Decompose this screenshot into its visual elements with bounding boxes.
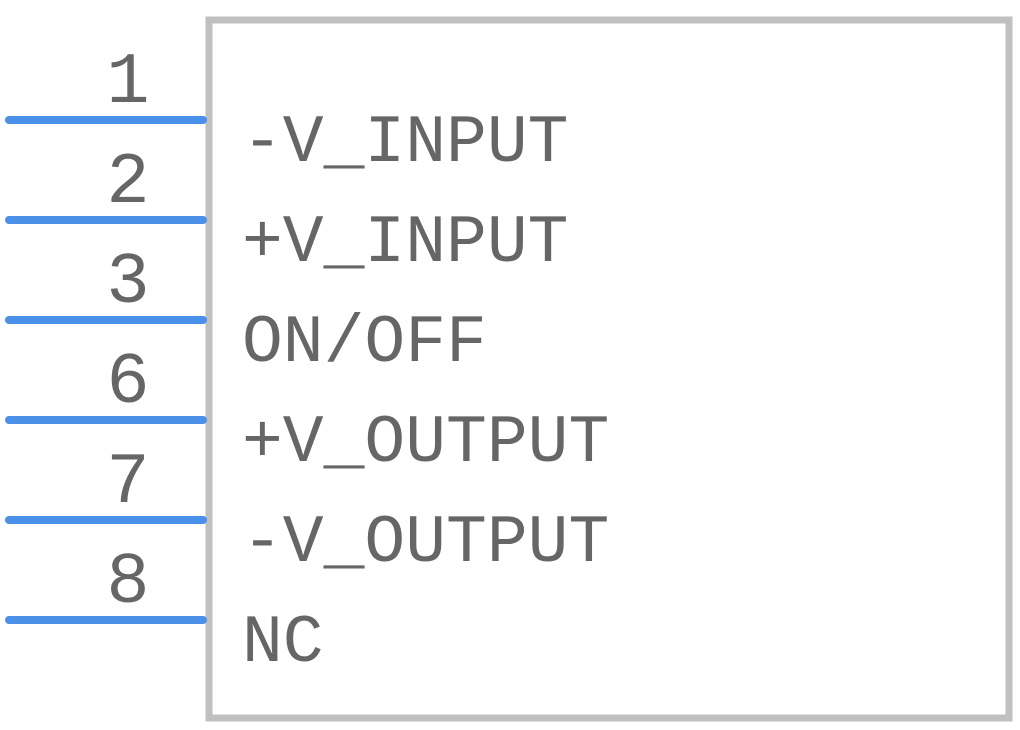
component-body — [205, 16, 1013, 722]
pin-number-8: 8 — [106, 542, 149, 624]
pin-label-7: -V_OUTPUT — [242, 505, 609, 582]
pin-label-3: ON/OFF — [242, 305, 487, 382]
pin-number-7: 7 — [106, 442, 149, 524]
pin-label-8: NC — [242, 605, 324, 682]
pins-group: 1 -V_INPUT 2 +V_INPUT 3ON/OFF 6 +V_OUTPUT 7 -V_O… — [5, 42, 609, 682]
pin-label-1: -V_INPUT — [242, 105, 568, 182]
pin-number-1: 1 — [106, 42, 149, 124]
pin-label-6: +V_OUTPUT — [242, 405, 609, 482]
pin-label-2: +V_INPUT — [242, 205, 568, 282]
pin-number-2: 2 — [106, 142, 149, 224]
pin-number-3: 3 — [106, 242, 149, 324]
pin-number-6: 6 — [106, 342, 149, 424]
